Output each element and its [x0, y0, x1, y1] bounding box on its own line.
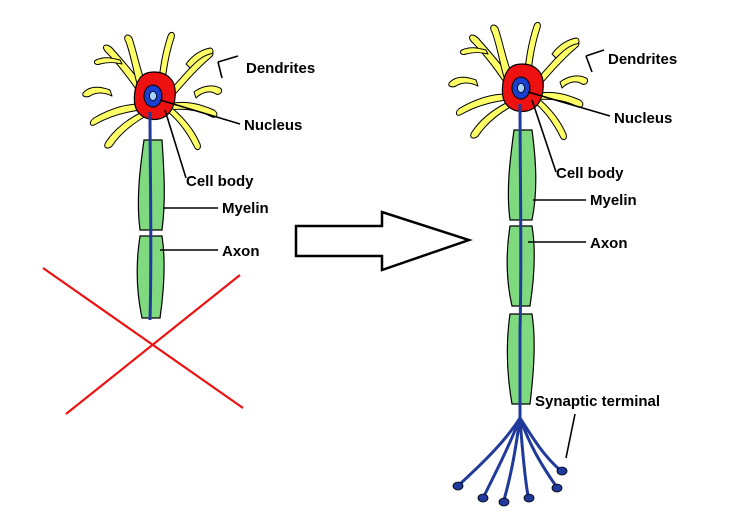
right-label-myelin: Myelin — [590, 192, 637, 209]
synaptic-boutons — [452, 466, 568, 507]
left-label-nucleus: Nucleus — [244, 117, 302, 134]
left-label-cell-body: Cell body — [186, 173, 254, 190]
left-label-axon: Axon — [222, 243, 260, 260]
right-myelin-segment-1 — [507, 129, 537, 221]
right-label-cell-body: Cell body — [556, 165, 624, 182]
right-leader-lines — [527, 49, 611, 459]
right-label-synaptic-terminal: Synaptic terminal — [535, 393, 660, 410]
right-neuron — [448, 21, 611, 507]
right-label-nucleus: Nucleus — [614, 110, 672, 127]
synaptic-terminal-branches — [458, 416, 562, 502]
right-nucleolus — [517, 83, 525, 93]
right-axon — [518, 103, 523, 420]
left-axon — [148, 111, 153, 321]
right-label-dendrites: Dendrites — [608, 51, 677, 68]
left-leader-lines — [159, 55, 241, 251]
left-label-myelin: Myelin — [222, 200, 269, 217]
left-nucleolus — [149, 91, 157, 101]
right-label-axon: Axon — [590, 235, 628, 252]
cross-out-mark — [42, 267, 244, 415]
left-dendrites — [82, 31, 223, 151]
left-neuron — [82, 31, 241, 321]
left-label-dendrites: Dendrites — [246, 60, 315, 77]
transition-arrow — [294, 210, 473, 272]
